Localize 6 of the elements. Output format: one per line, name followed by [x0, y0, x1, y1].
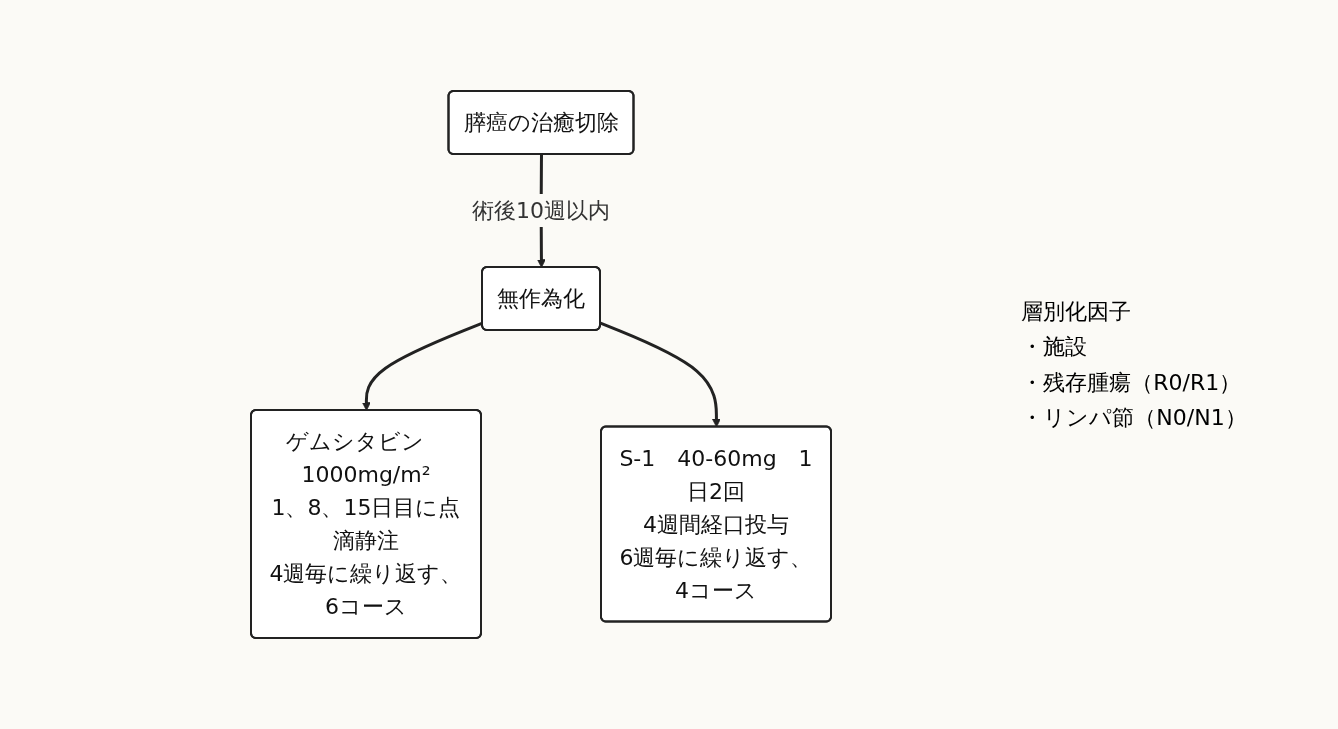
arrow: [600, 321, 722, 428]
stratification-note: 層別化因子: [1021, 298, 1133, 327]
stratification-note: ・施設: [1021, 333, 1089, 362]
stratification-note: ・残存腫瘍（R0/R1）: [1021, 368, 1243, 397]
stratification-note: ・リンパ節（N0/N1）: [1021, 403, 1247, 432]
edge-label: 術後10週以内: [472, 198, 611, 223]
